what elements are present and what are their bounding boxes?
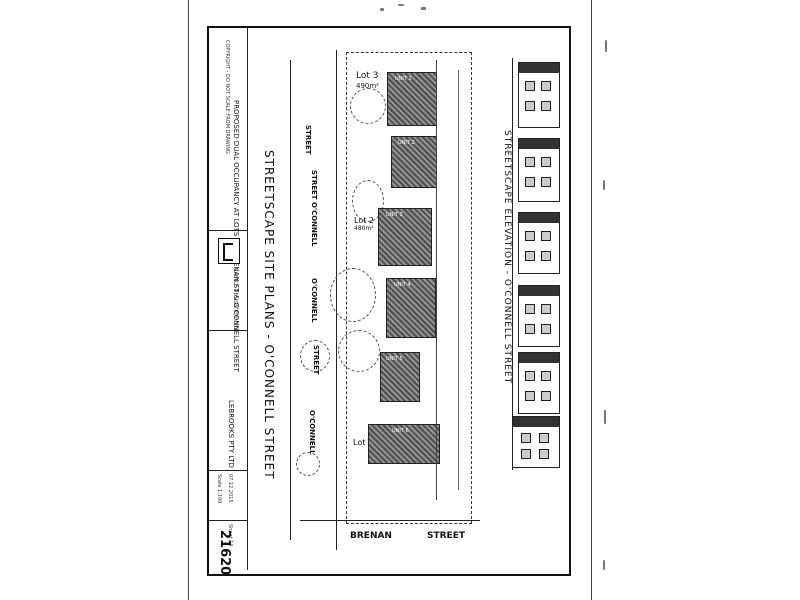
dimension-line xyxy=(436,60,437,500)
unit-footprint xyxy=(368,424,440,464)
lot-3-label: Lot 3 xyxy=(356,71,379,81)
site-plan-title: STREETSCAPE SITE PLANS - O'CONNELL STREE… xyxy=(262,150,276,480)
lot-2-area: 480m² xyxy=(354,225,374,232)
elevation-title: STREETSCAPE ELEVATION - O'CONNELL STREET xyxy=(502,130,512,385)
client-text: LEBROOKS PTY LTD xyxy=(227,400,235,468)
title-block-divider xyxy=(209,470,247,471)
company-logo xyxy=(218,238,240,264)
tree-canopy xyxy=(350,88,386,124)
elevation-house xyxy=(512,416,560,468)
elevation-ground-line xyxy=(512,58,513,470)
dimension-line xyxy=(458,70,459,490)
scan-speck xyxy=(603,560,605,570)
unit-label: UNIT 5 xyxy=(386,356,403,362)
elevation-house xyxy=(518,212,560,274)
tree-canopy xyxy=(330,268,376,322)
designer-text: CASTLE DESIGN PTY LTD xyxy=(232,268,238,330)
lot-2-label: Lot 2 xyxy=(354,216,374,225)
tree-canopy xyxy=(300,340,330,372)
tree-canopy xyxy=(352,180,384,222)
unit-label: UNIT 4 xyxy=(394,282,411,288)
elevation-house xyxy=(518,138,560,202)
tree-canopy xyxy=(338,330,380,372)
lot-1-label: Lot 1 xyxy=(353,438,373,447)
street-label-oconnell-1: STREET O'CONNELL xyxy=(310,170,318,247)
brenan-street-suffix: STREET xyxy=(427,531,465,541)
lot-3-area: 490m² xyxy=(356,82,379,90)
elevation-house xyxy=(518,352,560,414)
road-edge-line xyxy=(290,60,291,540)
title-block-divider xyxy=(209,520,247,521)
title-block-divider xyxy=(209,330,247,331)
unit-footprint xyxy=(387,72,437,126)
elevation-house xyxy=(518,62,560,128)
road-edge-line xyxy=(300,520,480,521)
unit-label: UNIT 2 xyxy=(398,140,415,146)
notes-text: COPYRIGHT - DO NOT SCALE FROM DRAWING xyxy=(224,40,230,154)
unit-label: UNIT 6 xyxy=(392,428,409,434)
elevation-house xyxy=(518,285,560,347)
title-block xyxy=(209,28,248,570)
scan-speck xyxy=(398,4,404,6)
scan-speck xyxy=(380,8,384,11)
unit-footprint xyxy=(391,136,437,188)
scan-speck xyxy=(604,410,606,424)
scan-speck xyxy=(421,7,426,10)
scan-speck xyxy=(605,40,607,52)
unit-label: UNIT 1 xyxy=(395,76,412,82)
scan-speck xyxy=(603,180,605,190)
unit-footprint xyxy=(386,278,436,338)
street-label-oconnell-4: O'CONNELL xyxy=(308,410,316,455)
title-block-divider xyxy=(209,230,247,231)
unit-footprint xyxy=(378,208,432,266)
unit-footprint xyxy=(380,352,420,402)
job-number: 21620 xyxy=(217,530,232,576)
date-text: 07.12.2015 xyxy=(227,474,233,503)
tree-canopy xyxy=(296,452,320,476)
street-label-top: STREET xyxy=(304,125,312,155)
unit-label: UNIT 3 xyxy=(386,212,403,218)
scale-text: Scale 1:100 xyxy=(216,474,222,504)
brenan-street-label: BRENAN xyxy=(350,531,392,541)
street-label-oconnell-2: O'CONNELL xyxy=(310,278,318,323)
